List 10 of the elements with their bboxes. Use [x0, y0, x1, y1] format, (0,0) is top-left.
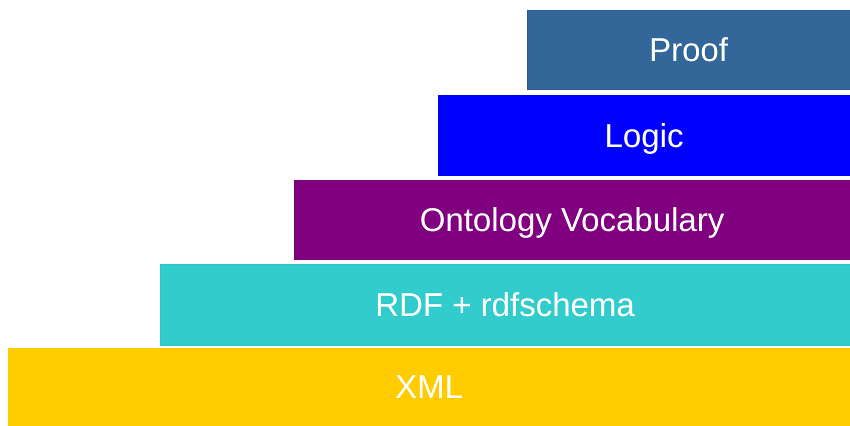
layer-bar: [160, 264, 850, 346]
layer-bar: [294, 180, 850, 260]
layer-bar: [527, 10, 850, 90]
layer-label: XML: [395, 368, 463, 406]
layer-label: Ontology Vocabulary: [420, 201, 724, 239]
layer-label: Logic: [604, 116, 684, 154]
layer-bar: [438, 95, 850, 176]
layer-label: RDF + rdfschema: [375, 286, 635, 324]
layer-bar: [8, 348, 850, 426]
layer-label: Proof: [649, 31, 728, 69]
